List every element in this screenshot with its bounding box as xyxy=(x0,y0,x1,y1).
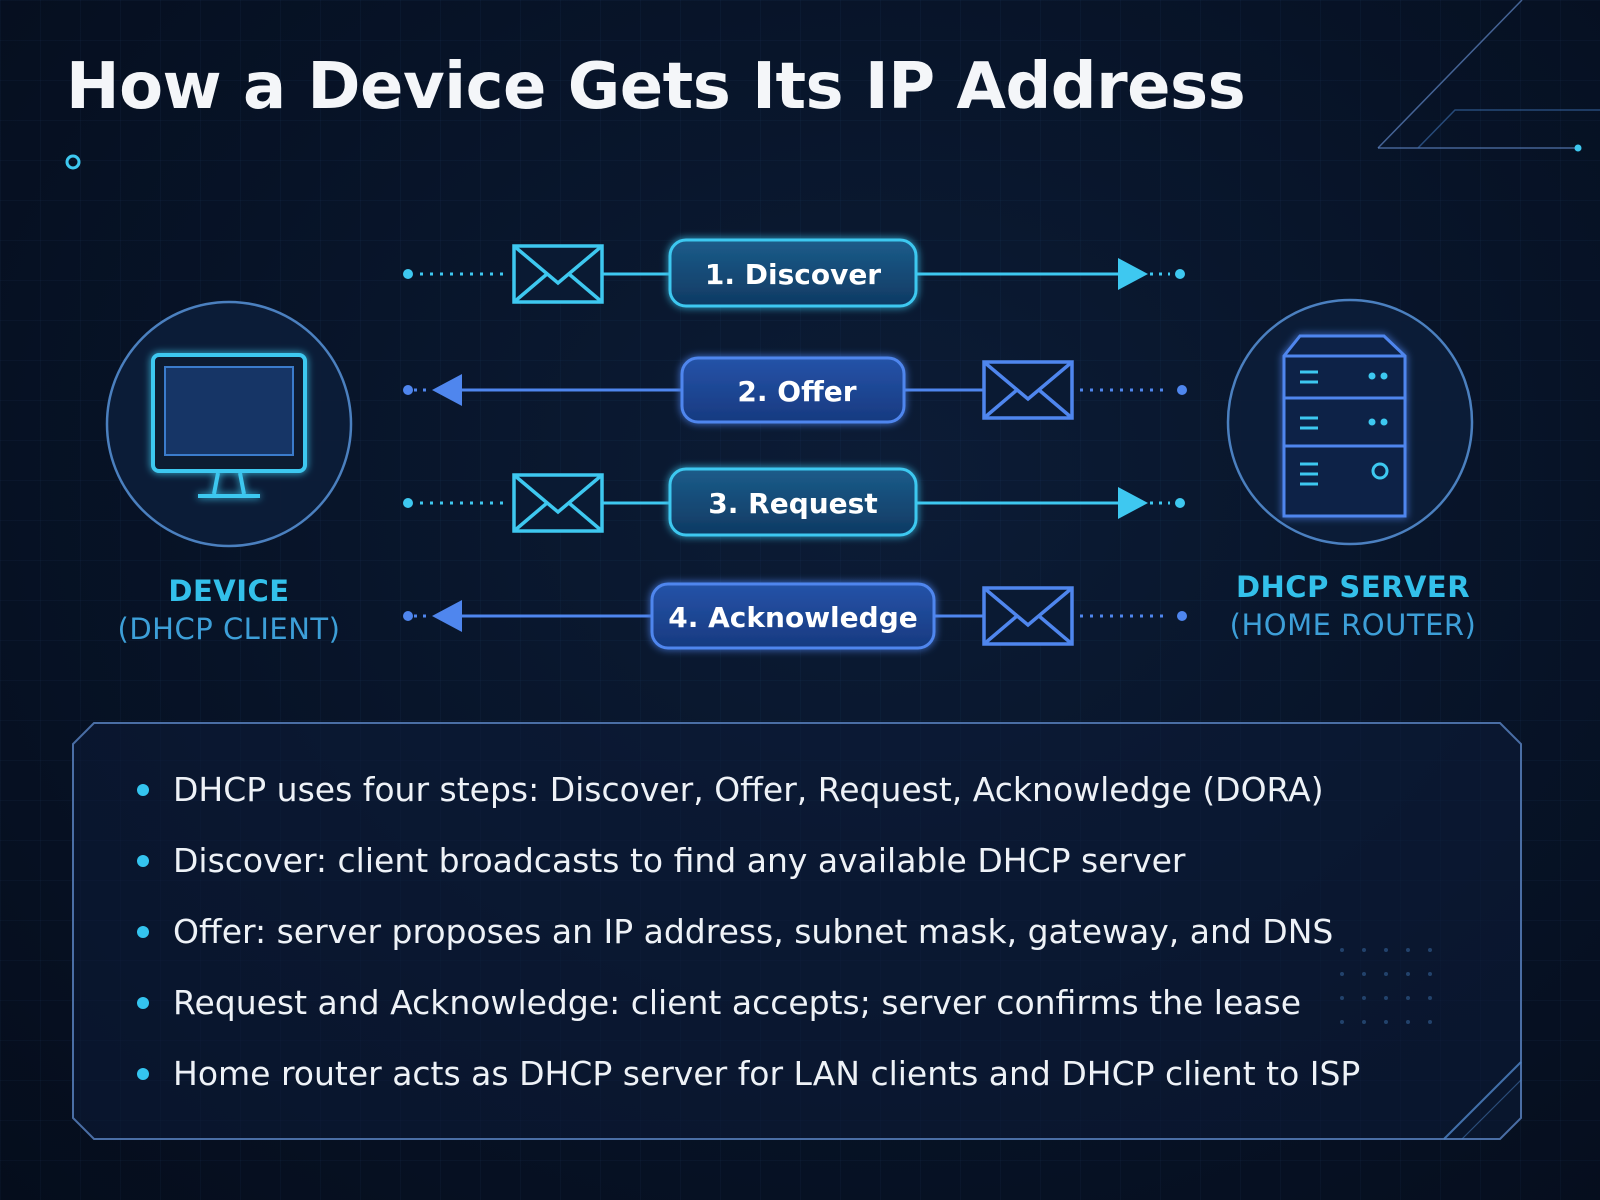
envelope-icon xyxy=(982,586,1074,646)
summary-panel: DHCP uses four steps: Discover, Offer, R… xyxy=(72,722,1522,1140)
client-label: DEVICE (DHCP CLIENT) xyxy=(79,572,379,648)
list-item: Request and Acknowledge: client accepts;… xyxy=(137,981,1360,1052)
server-node xyxy=(1226,298,1474,546)
client-label-line1: DEVICE xyxy=(168,574,290,608)
list-item: DHCP uses four steps: Discover, Offer, R… xyxy=(137,768,1360,839)
bullet-dot xyxy=(137,855,149,867)
bullet-dot xyxy=(137,926,149,938)
list-item: Home router acts as DHCP server for LAN … xyxy=(137,1052,1360,1123)
bullet-dot xyxy=(137,784,149,796)
server-label-line1: DHCP SERVER xyxy=(1235,570,1471,604)
step-discover: 1. Discover xyxy=(403,238,1185,308)
envelope-icon xyxy=(512,473,604,533)
step-acknowledge: 4. Acknowledge xyxy=(403,582,1187,650)
arrow-right-icon xyxy=(1118,258,1148,290)
bullet-text: DHCP uses four steps: Discover, Offer, R… xyxy=(173,770,1324,809)
step-offer: 2. Offer xyxy=(403,356,1187,424)
step-label: 2. Offer xyxy=(737,375,856,408)
server-icon xyxy=(1282,334,1407,518)
step-label: 3. Request xyxy=(708,487,877,520)
bullet-text: Discover: client broadcasts to find any … xyxy=(173,841,1186,880)
page-title: How a Device Gets Its IP Address xyxy=(66,50,1246,124)
bullet-dot xyxy=(137,997,149,1009)
step-label: 1. Discover xyxy=(705,258,881,291)
bullet-text: Offer: server proposes an IP address, su… xyxy=(173,912,1334,951)
summary-panel-frame xyxy=(72,722,1522,1140)
client-node xyxy=(105,300,353,548)
arrow-left-icon xyxy=(432,600,462,632)
summary-bullets: DHCP uses four steps: Discover, Offer, R… xyxy=(137,768,1360,1123)
server-label-line2: (HOME ROUTER) xyxy=(1229,608,1477,642)
step-label: 4. Acknowledge xyxy=(668,601,917,634)
envelope-icon xyxy=(982,360,1074,420)
dhcp-diagram: 1. Discover 2. Offer xyxy=(105,238,1474,650)
client-label-line2: (DHCP CLIENT) xyxy=(117,612,341,646)
step-request: 3. Request xyxy=(403,467,1185,537)
list-item: Discover: client broadcasts to find any … xyxy=(137,839,1360,910)
arrow-right-icon xyxy=(1118,487,1148,519)
arrow-left-icon xyxy=(432,374,462,406)
bullet-text: Request and Acknowledge: client accepts;… xyxy=(173,983,1301,1022)
envelope-icon xyxy=(512,244,604,304)
bullet-text: Home router acts as DHCP server for LAN … xyxy=(173,1054,1361,1093)
list-item: Offer: server proposes an IP address, su… xyxy=(137,910,1360,981)
monitor-icon xyxy=(151,353,307,498)
server-label: DHCP SERVER (HOME ROUTER) xyxy=(1180,568,1526,644)
bullet-dot xyxy=(137,1068,149,1080)
